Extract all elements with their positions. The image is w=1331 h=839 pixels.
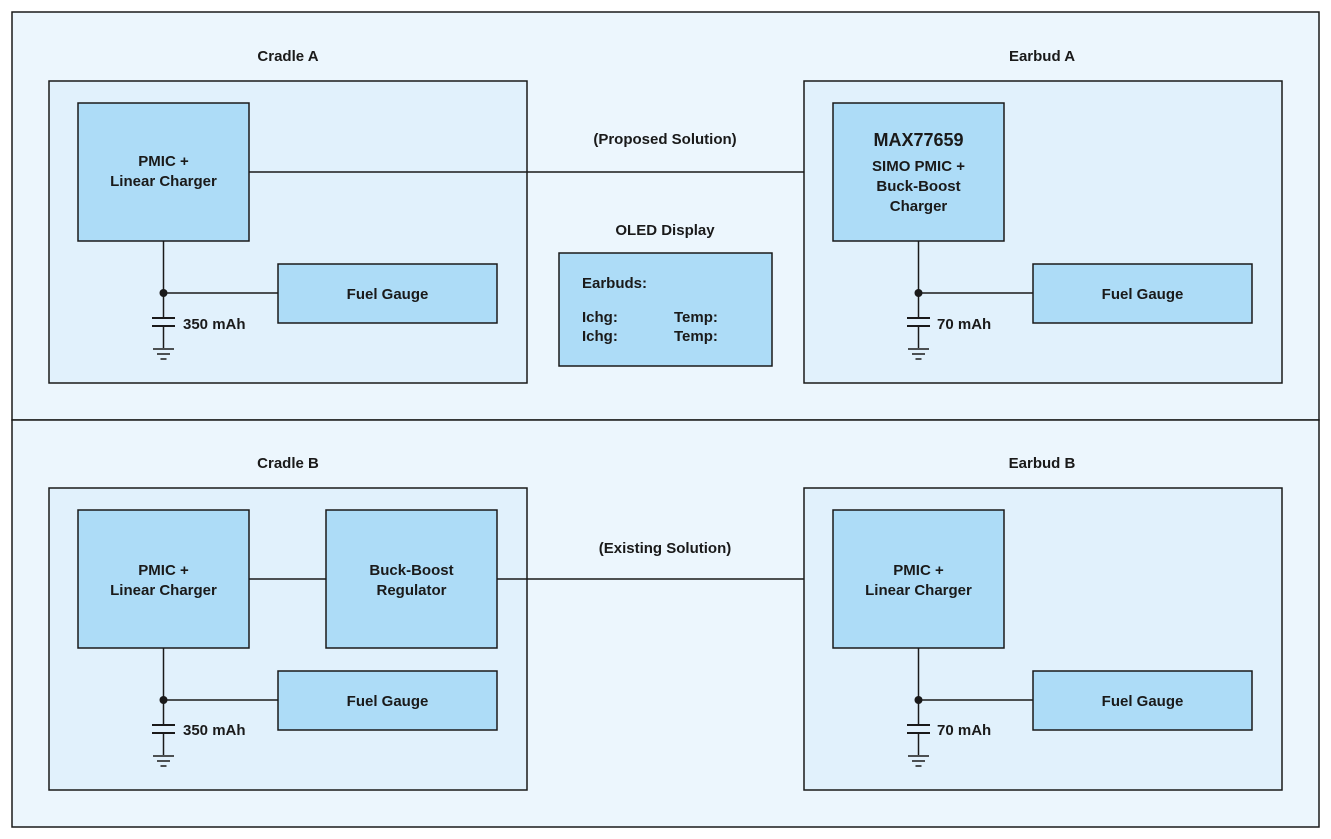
oled-row1-ichg: Ichg: (582, 309, 618, 326)
proposed-link-label: (Proposed Solution) (593, 131, 736, 148)
cradle-b-pmic-block: PMIC + Linear Charger (77, 509, 250, 649)
oled-title: OLED Display (615, 222, 715, 239)
ground-icon (908, 348, 929, 360)
ground-icon (153, 348, 174, 360)
earbud-b-fuel-gauge-block: Fuel Gauge (1032, 670, 1253, 731)
cradle-b-battery-label: 350 mAh (183, 722, 246, 739)
earbud-b-node (914, 696, 923, 704)
cradle-a-fuel-gauge-label: Fuel Gauge (347, 286, 429, 303)
earbud-a-fuel-gauge-label: Fuel Gauge (1102, 286, 1184, 303)
earbud-a-pmic-part: MAX77659 (873, 130, 963, 150)
earbud-b-pmic-line1: PMIC + (893, 562, 944, 579)
cradle-a-node (159, 289, 168, 297)
cradle-b-node (159, 696, 168, 704)
cradle-a-pmic-line2: Linear Charger (110, 173, 217, 190)
earbud-a-battery-label: 70 mAh (937, 316, 991, 333)
existing-panel: Cradle B PMIC + Linear Charger Buck-Boos… (11, 419, 1320, 828)
cradle-b-regulator-line1: Buck-Boost (369, 562, 453, 579)
earbud-a-title: Earbud A (1009, 48, 1075, 65)
existing-link-label: (Existing Solution) (599, 540, 732, 557)
cradle-b-title: Cradle B (257, 455, 319, 472)
earbud-a-pmic-line3: Charger (890, 198, 948, 215)
earbud-a-pmic-line2: Buck-Boost (876, 178, 960, 195)
cradle-b-pmic-line2: Linear Charger (110, 582, 217, 599)
cradle-b-fuel-gauge-block: Fuel Gauge (277, 670, 498, 731)
earbud-a-node (914, 289, 923, 297)
cradle-b-wiring (162, 648, 278, 724)
earbud-b-pmic-line2: Linear Charger (865, 582, 972, 599)
battery-capacitor-icon (152, 317, 175, 348)
cradle-a-pmic-line1: PMIC + (138, 153, 189, 170)
earbud-b-battery-label: 70 mAh (937, 722, 991, 739)
earbud-b-pmic-block: PMIC + Linear Charger (832, 509, 1005, 649)
cradle-b-pmic-line1: PMIC + (138, 562, 189, 579)
oled-earbuds-label: Earbuds: (582, 275, 647, 292)
battery-capacitor-icon (907, 724, 930, 755)
cradle-a-fuel-gauge-block: Fuel Gauge (277, 263, 498, 324)
cradle-a-wiring (162, 241, 278, 317)
cradle-a-battery-label: 350 mAh (183, 316, 246, 333)
earbud-a-pmic-line1: SIMO PMIC + (872, 158, 965, 175)
battery-capacitor-icon (152, 724, 175, 755)
ground-icon (153, 755, 174, 767)
cradle-b-regulator-block: Buck-Boost Regulator (325, 509, 498, 649)
cradle-a-title: Cradle A (257, 48, 318, 65)
cradle-a-pmic-block: PMIC + Linear Charger (77, 102, 250, 242)
oled-display-block: Earbuds: Ichg: Temp: Ichg: Temp: (558, 252, 773, 367)
oled-row2-temp: Temp: (674, 328, 718, 345)
earbud-b-title: Earbud B (1009, 455, 1076, 472)
cradle-b-fuel-gauge-label: Fuel Gauge (347, 693, 429, 710)
oled-row2-ichg: Ichg: (582, 328, 618, 345)
proposed-panel: Cradle A PMIC + Linear Charger Fuel Gaug… (11, 11, 1320, 421)
cradle-b-regulator-line2: Regulator (376, 582, 446, 599)
earbud-b-fuel-gauge-label: Fuel Gauge (1102, 693, 1184, 710)
earbud-a-fuel-gauge-block: Fuel Gauge (1032, 263, 1253, 324)
oled-row1-temp: Temp: (674, 309, 718, 326)
earbud-b-wiring (917, 648, 1033, 724)
battery-capacitor-icon (907, 317, 930, 348)
earbud-a-wiring (917, 241, 1033, 317)
earbud-a-pmic-block: MAX77659 SIMO PMIC + Buck-Boost Charger (832, 102, 1005, 242)
ground-icon (908, 755, 929, 767)
